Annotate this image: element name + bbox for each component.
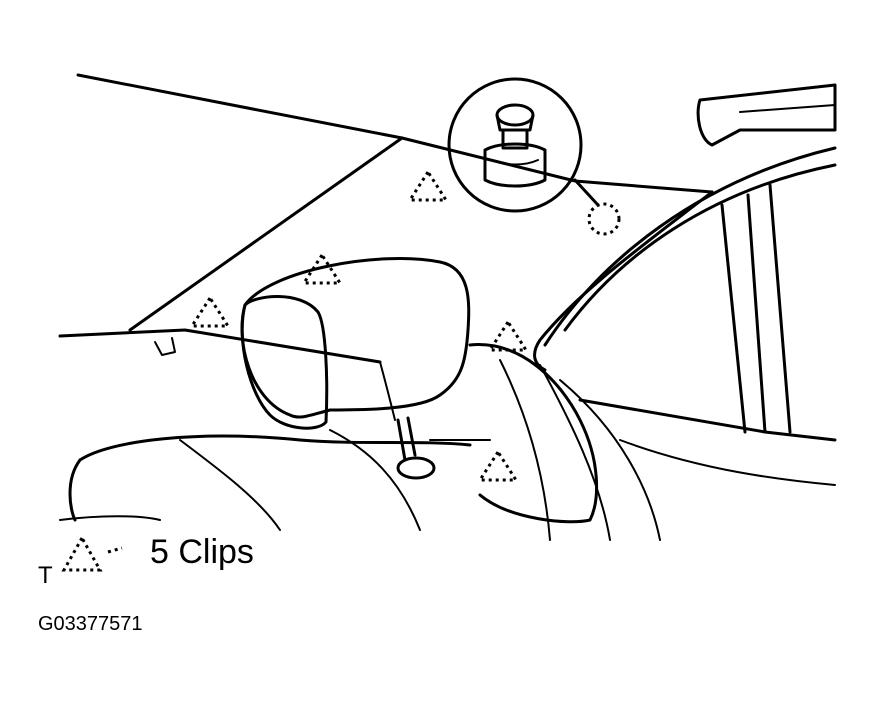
dashed-triangle-clip-icon [61,534,123,572]
trim-panel-tab [154,337,176,356]
callout-leader [573,178,600,207]
headrest-front-face [240,295,329,430]
headrest-outline [240,257,471,419]
push-clip-icon [483,103,547,188]
window-frame-outer [543,146,837,347]
side-trim-outline [468,343,598,524]
seat-cushion-line-2 [179,439,281,531]
roof-edge-line [76,73,714,194]
legend-prefix: T [38,562,53,589]
headrest-stay-2 [406,416,417,457]
figure-id: G03377571 [38,613,143,635]
door-sill-inner [619,439,836,486]
clip-marker-2 [301,252,343,285]
side-trim-contour-1 [499,359,551,541]
window-frame-inner [563,163,837,332]
trim-panel-lower-edge [58,328,382,364]
clip-marker-3 [189,295,231,328]
detail-callout-circle [447,77,583,213]
clip-marker-1 [407,169,449,202]
callout-target-ring [587,202,621,236]
door-pillar-mid [746,193,767,434]
headrest-guide [396,456,436,480]
seat-cushion-line-1 [59,515,161,521]
clip-marker-4 [487,319,529,352]
door-pillar-right [768,183,792,434]
seat-back-top [78,434,472,462]
trim-panel-outline [128,136,404,332]
seat-back-outline [68,458,82,522]
window-pillar-outer [533,190,714,372]
sun-visor [696,83,837,147]
side-trim-contour-3 [559,379,661,541]
sun-visor-edge [739,104,836,113]
door-pillar-left [720,203,747,434]
door-sill [578,398,837,442]
clip-marker-5 [477,449,519,482]
seat-seam [379,361,396,421]
side-trim-contour-2 [539,364,611,541]
headrest-stay [396,418,407,462]
seat-bolster [329,429,421,531]
legend-label: 5 Clips [150,533,254,571]
